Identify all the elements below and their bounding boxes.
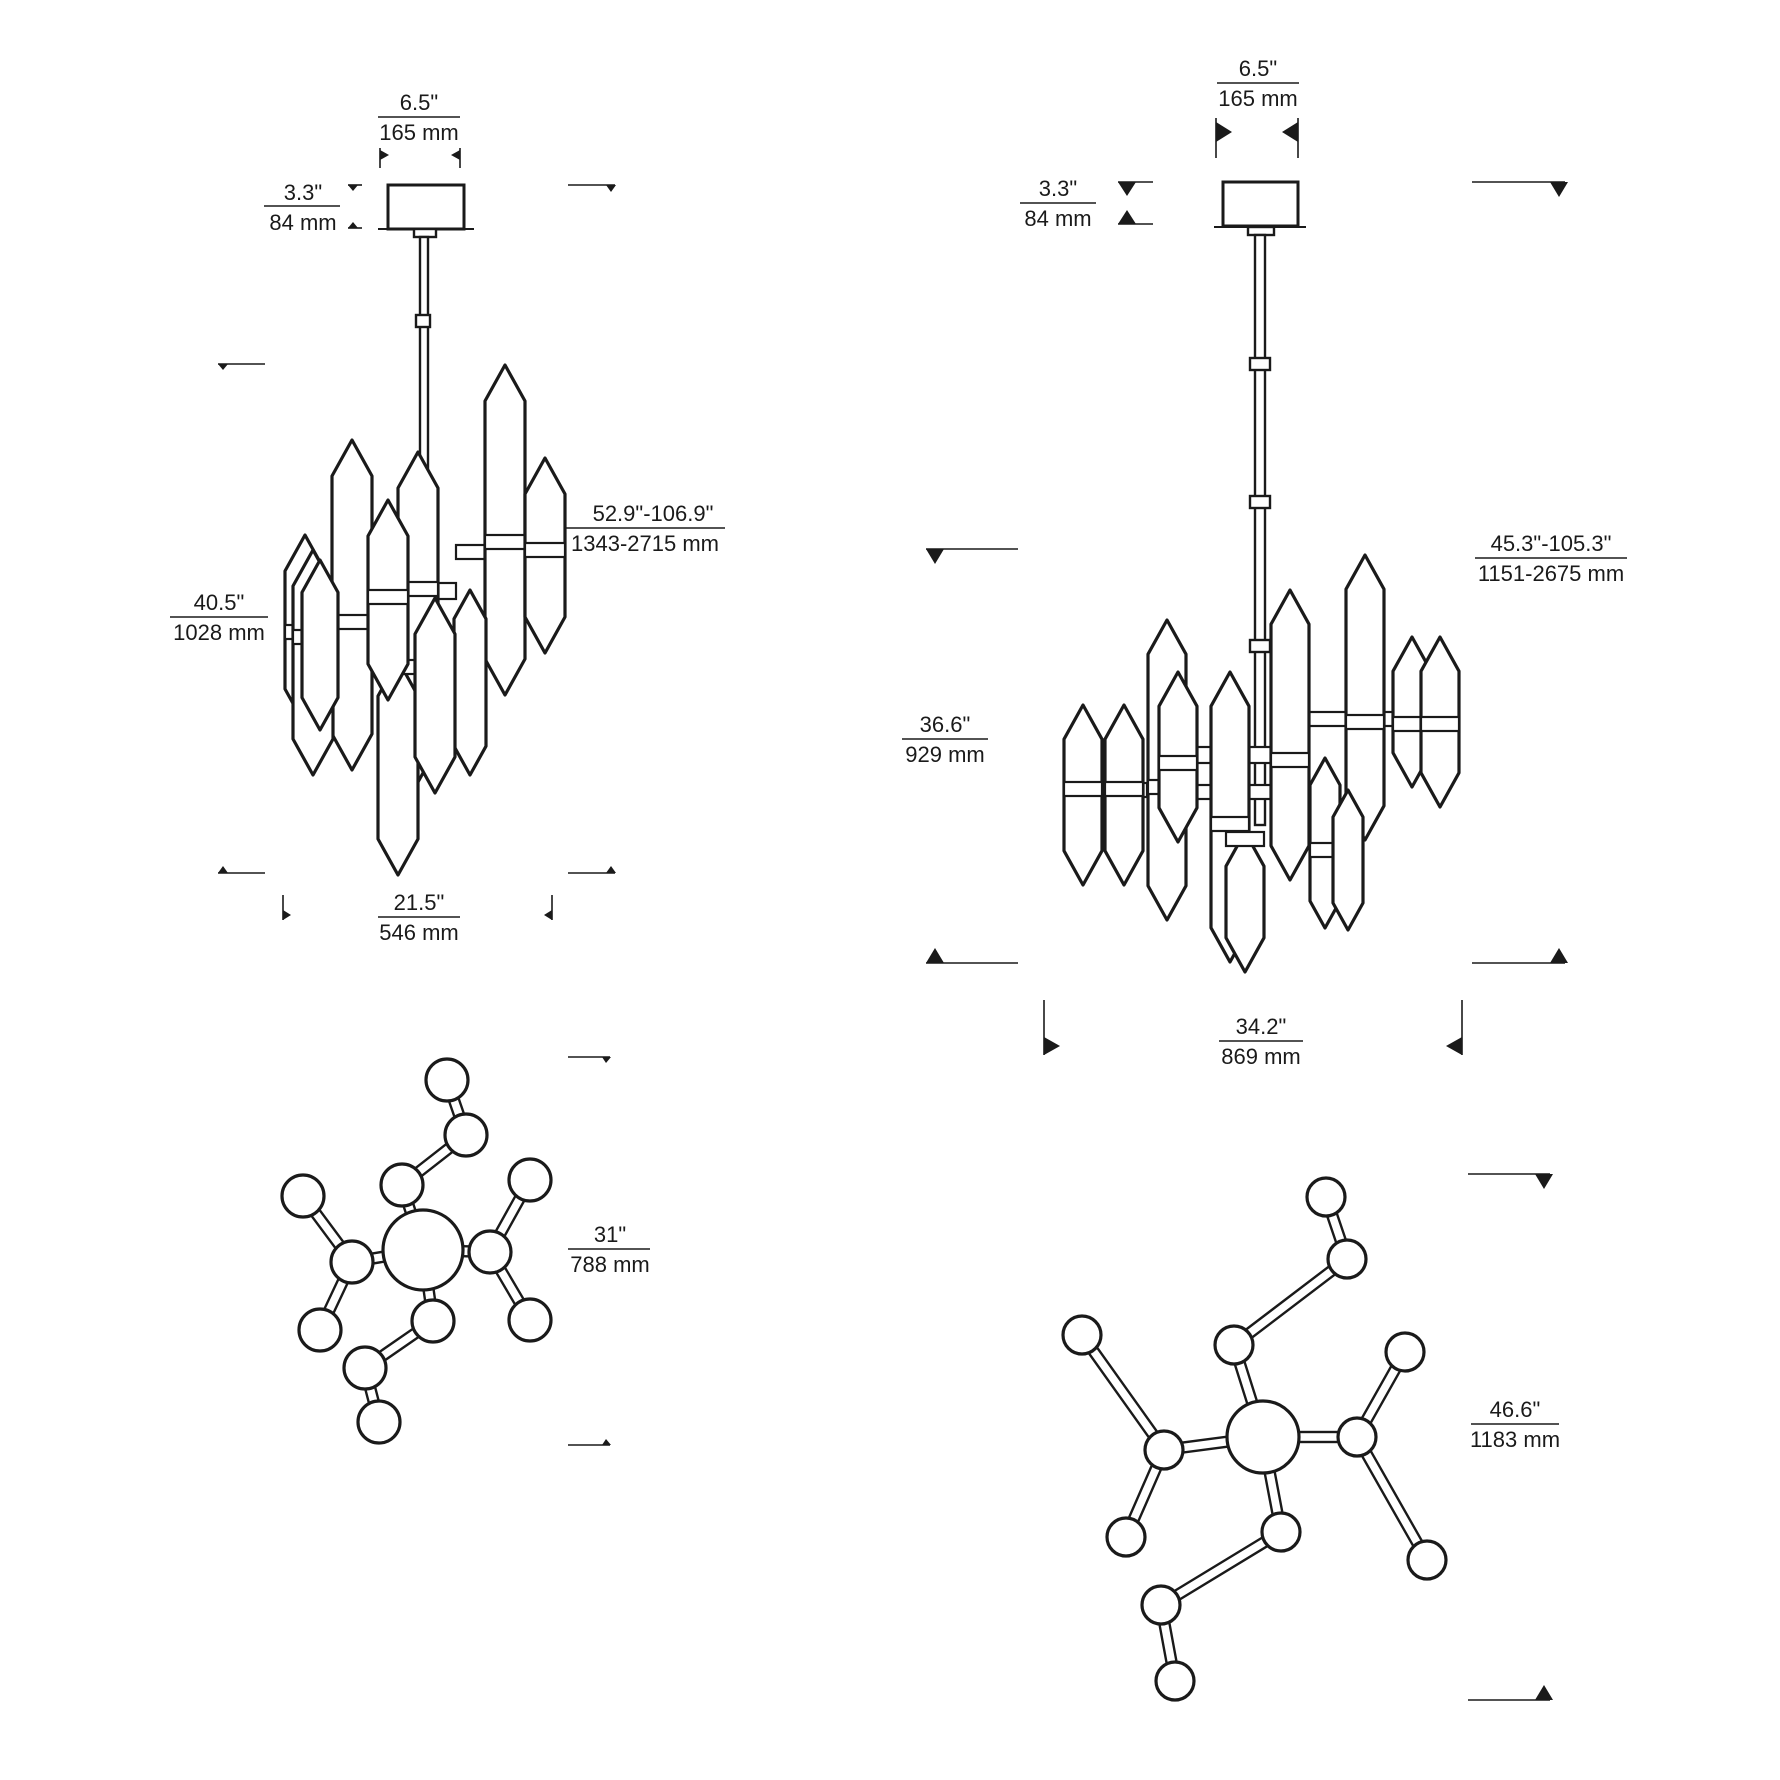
plan-light: [1154, 1660, 1196, 1702]
plan-hub: [1225, 1399, 1301, 1475]
plan-light: [1061, 1314, 1103, 1356]
large-fixture-height-metric: 929 mm: [905, 742, 984, 767]
plan-light: [507, 1297, 553, 1343]
small-dimension-labels: 6.5" 165 mm 3.3" 84 mm 52.9"-106.9" 1343…: [170, 90, 725, 1277]
crystal-clamp: [523, 541, 567, 559]
plan-light: [1326, 1238, 1368, 1280]
small-overall-height-imperial: 52.9"-106.9": [593, 501, 714, 526]
crystal-prism: [1331, 788, 1365, 932]
plan-light: [280, 1173, 326, 1219]
crystal-prism: [300, 558, 340, 732]
small-stem-coupler: [414, 313, 432, 329]
plan-light: [379, 1162, 425, 1208]
large-stem-coupler: [1248, 494, 1272, 510]
plan-hub: [381, 1208, 465, 1292]
crystal-clamp: [483, 533, 527, 551]
small-overall-height-metric: 1343-2715 mm: [571, 531, 719, 556]
large-width-metric: 869 mm: [1221, 1044, 1300, 1069]
crystal-clamp: [1344, 713, 1386, 731]
large-crystal-group: [1062, 553, 1461, 974]
large-dimension-labels: 6.5" 165 mm 3.3" 84 mm 45.3"-105.3" 1151…: [902, 56, 1627, 1452]
crystal-clamp: [1209, 815, 1251, 833]
small-canopy-width-metric: 165 mm: [379, 120, 458, 145]
plan-light: [356, 1399, 402, 1445]
small-dimension-lines: [218, 148, 616, 1446]
large-stem: [1253, 233, 1267, 827]
small-fixture-plan: [280, 1057, 553, 1445]
crystal-prism: [413, 596, 457, 795]
plan-light: [1143, 1429, 1185, 1471]
plan-light: [424, 1057, 470, 1103]
plan-light: [1305, 1176, 1347, 1218]
large-fixture-elevation: [1062, 180, 1461, 974]
crystal-clamp: [1157, 754, 1199, 772]
crystal-prism: [1269, 588, 1311, 882]
small-canopy-height-metric: 84 mm: [269, 210, 336, 235]
plan-light: [1213, 1324, 1255, 1366]
large-canopy: [1221, 180, 1300, 228]
crystal-prism: [1224, 830, 1266, 974]
plan-light: [507, 1157, 553, 1203]
plan-light: [297, 1307, 343, 1353]
small-width-imperial: 21.5": [394, 890, 445, 915]
crystal-clamp: [1269, 751, 1311, 769]
plan-light: [1140, 1584, 1182, 1626]
plan-light: [467, 1229, 513, 1275]
large-dimension-lines: [926, 118, 1568, 1701]
large-stem-coupler: [1248, 638, 1272, 654]
large-depth-metric: 1183 mm: [1470, 1427, 1560, 1452]
plan-light: [1406, 1539, 1448, 1581]
small-fixture-height-imperial: 40.5": [194, 590, 245, 615]
plan-light: [329, 1239, 375, 1285]
large-canopy-height-imperial: 3.3": [1039, 176, 1077, 201]
small-fixture-height-metric: 1028 mm: [173, 620, 265, 645]
plan-light: [410, 1298, 456, 1344]
plan-light: [342, 1345, 388, 1391]
small-canopy-width-imperial: 6.5": [400, 90, 438, 115]
crystal-clamp: [366, 588, 410, 606]
crystal-clamp: [1224, 830, 1266, 848]
large-canopy-width-metric: 165 mm: [1218, 86, 1297, 111]
small-width-metric: 546 mm: [379, 920, 458, 945]
crystal-clamp: [1103, 780, 1145, 798]
crystal-clamp: [1419, 715, 1461, 733]
large-canopy-height-metric: 84 mm: [1024, 206, 1091, 231]
small-fixture-elevation: [283, 183, 567, 877]
large-width-imperial: 34.2": [1236, 1014, 1287, 1039]
small-depth-metric: 788 mm: [570, 1252, 649, 1277]
large-depth-imperial: 46.6": [1490, 1397, 1541, 1422]
crystal-clamp: [1062, 780, 1104, 798]
small-canopy: [386, 183, 466, 231]
large-fixture-plan: [1061, 1176, 1448, 1702]
crystal-prism: [1344, 553, 1386, 842]
crystal-prism: [452, 588, 488, 777]
large-canopy-width-imperial: 6.5": [1239, 56, 1277, 81]
crystal-prism: [483, 363, 527, 697]
crystal-prism: [330, 438, 374, 772]
plan-light: [443, 1112, 489, 1158]
plan-light: [1105, 1516, 1147, 1558]
small-crystal-group: [283, 363, 567, 877]
plan-light: [1336, 1416, 1378, 1458]
large-overall-height-metric: 1151-2675 mm: [1478, 561, 1624, 586]
large-fixture-height-imperial: 36.6": [920, 712, 971, 737]
large-overall-height-imperial: 45.3"-105.3": [1491, 531, 1612, 556]
small-canopy-height-imperial: 3.3": [284, 180, 322, 205]
plan-light: [1384, 1331, 1426, 1373]
large-stem-coupler: [1248, 356, 1272, 372]
small-depth-imperial: 31": [594, 1222, 626, 1247]
plan-light: [1260, 1511, 1302, 1553]
